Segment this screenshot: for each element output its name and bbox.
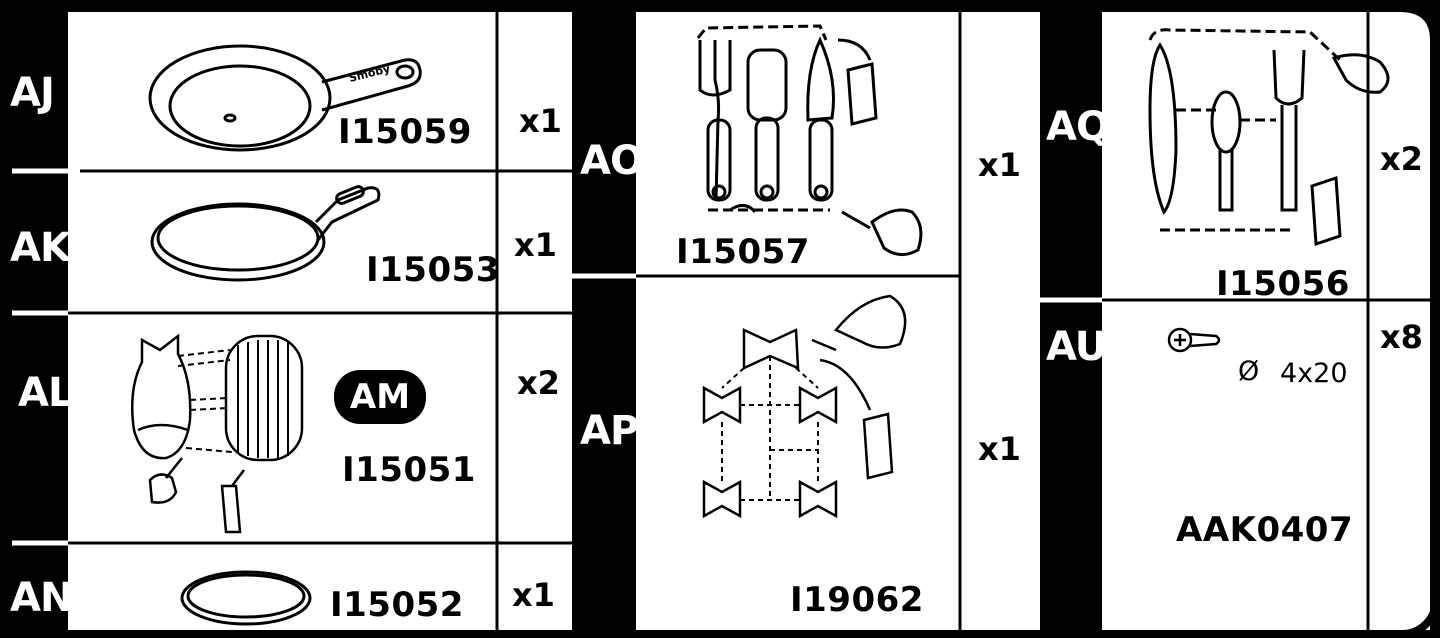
svg-text:Smoby: Smoby [348, 62, 392, 85]
column2-grid [636, 12, 960, 630]
label-ap: AP [580, 408, 638, 454]
bowtie-sprue-drawing [704, 296, 905, 516]
code-aq: I15056 [1216, 264, 1350, 304]
crepe-pan-drawing [152, 185, 379, 280]
qty-ao: x1 [978, 146, 1021, 184]
oval-lid-drawing [182, 572, 310, 624]
qty-ak: x1 [514, 226, 557, 264]
qty-an: x1 [512, 576, 555, 614]
code-ao: I15057 [676, 232, 810, 272]
code-au: AAK0407 [1176, 510, 1353, 550]
label-au: AU [1046, 324, 1106, 370]
qty-au: x8 [1380, 318, 1423, 356]
screw-drawing [1169, 329, 1219, 351]
qty-aj: x1 [519, 102, 562, 140]
label-al: AL [18, 370, 72, 416]
fish-grill-drawing [132, 336, 302, 532]
screw-dimension: 4x20 [1280, 358, 1348, 389]
utensils-sprue-drawing [698, 26, 921, 255]
code-ak: I15053 [366, 250, 500, 290]
label-an: AN [10, 575, 72, 621]
label-ao: AO [580, 138, 643, 184]
code-ap: I19062 [790, 580, 924, 620]
label-aj: AJ [10, 70, 54, 116]
label-aq: AQ [1046, 104, 1109, 150]
code-al: I15051 [342, 450, 476, 490]
qty-aq: x2 [1380, 140, 1423, 178]
qty-al: x2 [517, 364, 560, 402]
code-aj: I15059 [338, 112, 472, 152]
sub-label-am: AM [334, 370, 426, 424]
diameter-symbol: Ø [1238, 356, 1259, 387]
qty-ap: x1 [978, 430, 1021, 468]
label-ak: AK [10, 225, 70, 271]
column1-grid [68, 12, 572, 630]
cutlery-sprue-drawing [1150, 30, 1388, 244]
code-an: I15052 [330, 585, 464, 625]
